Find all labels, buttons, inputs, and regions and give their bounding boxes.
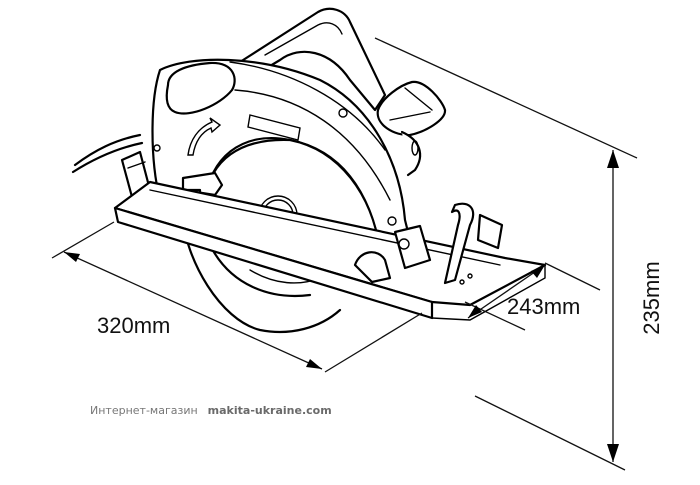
dimension-width (464, 262, 601, 331)
watermark-prefix: Интернет-магазин (90, 404, 198, 417)
watermark-site: makita-ukraine.com (207, 404, 332, 417)
dimension-height (374, 37, 638, 471)
dimension-length (51, 221, 423, 373)
height-label: 235mm (639, 261, 664, 335)
label-plate (247, 114, 301, 141)
power-cord (73, 133, 142, 167)
top-handle (238, 7, 387, 112)
watermark: Интернет-магазин makita-ukraine.com (90, 404, 332, 417)
length-label: 320mm (97, 313, 171, 338)
width-label: 243mm (507, 294, 581, 319)
screw-icon (338, 108, 348, 118)
front-knob (165, 61, 236, 115)
rear-knob (376, 80, 447, 137)
rotation-arrow-icon (187, 117, 222, 156)
